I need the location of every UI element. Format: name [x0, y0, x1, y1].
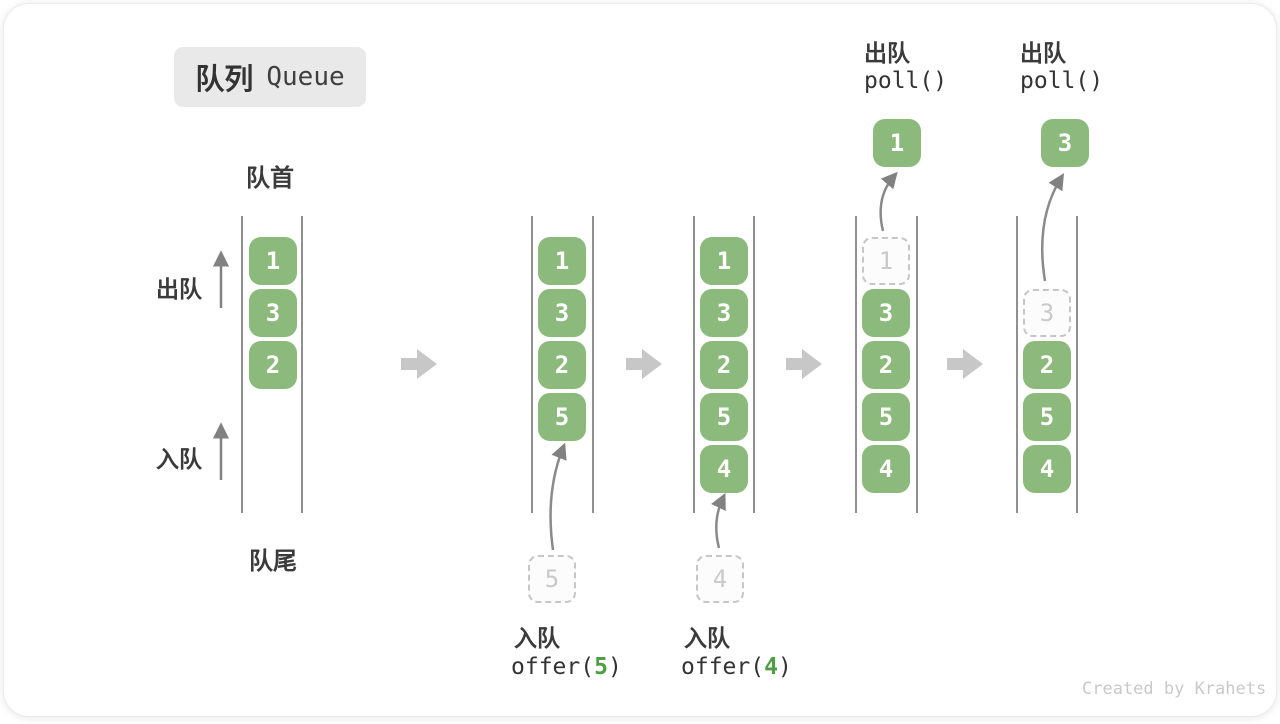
queue5-box: 2 — [1023, 341, 1071, 389]
queue1-box: 2 — [249, 341, 297, 389]
poll3-move-arrow-icon — [1040, 173, 1064, 282]
queue-walls — [241, 216, 1078, 513]
enqueue4-action-label: 入队 — [684, 625, 730, 651]
queue1-box: 3 — [249, 289, 297, 337]
flow-arrow-1-icon — [401, 349, 437, 379]
enqueue5-move-arrow-icon — [549, 442, 567, 551]
enqueue4-code-arg: 4 — [764, 654, 778, 680]
poll3-action-label: 出队 — [1020, 40, 1066, 66]
enqueue5-code-fn: offer( — [511, 654, 595, 680]
enqueue4-code-label: offer(4) — [681, 654, 792, 680]
poll1-move-arrow-icon — [879, 171, 898, 232]
title-badge: 队列 Queue — [174, 47, 366, 107]
element-move-arrows — [549, 171, 1064, 551]
queue2-box: 2 — [538, 341, 586, 389]
queue5-ghost-box: 3 — [1023, 289, 1071, 337]
watermark-credit: Created by Krahets — [1082, 679, 1267, 699]
queue4-box: 5 — [862, 393, 910, 441]
queue4-box: 4 — [862, 445, 910, 493]
poll1-action-label: 出队 — [864, 40, 910, 66]
queue2-staged-ghost-box: 5 — [528, 555, 576, 603]
enqueue5-action-label: 入队 — [514, 625, 560, 651]
title-zh: 队列 — [195, 64, 254, 96]
enqueue4-code-fn: offer( — [681, 654, 765, 680]
title-en: Queue — [266, 62, 345, 92]
enqueue4-code-close: ) — [777, 654, 792, 680]
flow-arrow-2-icon — [626, 349, 662, 379]
queue2-box: 5 — [538, 393, 586, 441]
poll3-code-label: poll() — [1020, 68, 1104, 94]
queue5-box: 5 — [1023, 393, 1071, 441]
queue-rear-label: 队尾 — [249, 548, 297, 575]
queue3-box: 1 — [700, 237, 748, 285]
diagram-card: 队列 Queue 队首 队尾 出队 入队 1 3 2 1 3 2 5 5 入队 … — [3, 3, 1277, 717]
enqueue5-code-close: ) — [607, 654, 622, 680]
queue3-box: 5 — [700, 393, 748, 441]
flow-arrow-3-icon — [786, 349, 822, 379]
queue2-box: 1 — [538, 237, 586, 285]
queue4-ghost-box: 1 — [862, 237, 910, 285]
queue3-box: 3 — [700, 289, 748, 337]
diagram-lines-layer — [212, 171, 1078, 551]
poll1-code-label: poll() — [864, 68, 948, 94]
queue3-box: 4 — [700, 445, 748, 493]
enqueue-side-label: 入队 — [156, 446, 202, 472]
queue1-box: 1 — [249, 237, 297, 285]
queue3-staged-ghost-box: 4 — [696, 555, 744, 603]
flow-arrow-4-icon — [947, 349, 983, 379]
queue4-box: 2 — [862, 341, 910, 389]
poll1-removed-box: 1 — [873, 119, 921, 167]
dequeue-side-label: 出队 — [156, 276, 202, 302]
queue3-box: 2 — [700, 341, 748, 389]
poll3-removed-box: 3 — [1041, 119, 1089, 167]
enqueue4-move-arrow-icon — [711, 492, 726, 549]
queue-front-label: 队首 — [246, 165, 294, 192]
queue5-box: 4 — [1023, 445, 1071, 493]
queue2-box: 3 — [538, 289, 586, 337]
enqueue5-code-label: offer(5) — [511, 654, 622, 680]
enqueue5-code-arg: 5 — [594, 654, 608, 680]
queue4-box: 3 — [862, 289, 910, 337]
